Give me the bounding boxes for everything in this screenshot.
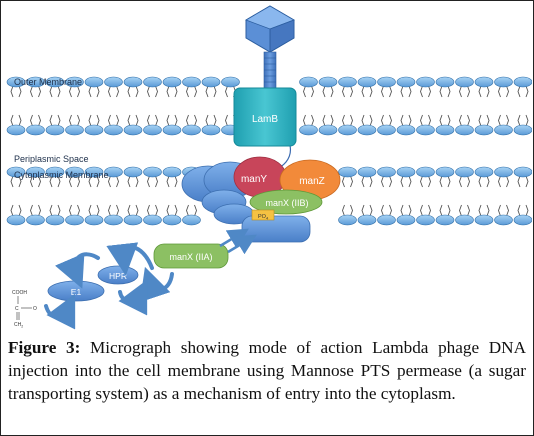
- phosphate-transfer-arrows: [219, 228, 257, 255]
- periplasmic-space-label: Periplasmic Space: [14, 154, 89, 164]
- figure-caption: Figure 3: Micrograph showing mode of act…: [8, 336, 526, 405]
- phosphorelay-arrows: [44, 242, 174, 330]
- manz-label: manZ: [299, 176, 325, 187]
- pep-o: O: [33, 306, 37, 312]
- manx-iib-label: manX (IIB): [265, 198, 308, 208]
- lamb-porin: LamB: [233, 87, 297, 147]
- figure-label: Figure 3:: [8, 338, 81, 357]
- outer-membrane: [6, 76, 532, 136]
- pep-ch2: CH2: [14, 322, 23, 329]
- manx-iib-protein: [249, 189, 323, 215]
- pts-diagram: LamB manY manZ manX (IIB) PO4 manX (IIA)…: [6, 5, 532, 330]
- po4-label: PO4: [258, 214, 269, 221]
- e1-label: E1: [71, 287, 82, 297]
- hpr-label: HPR: [109, 271, 127, 281]
- caption-text: Micrograph showing mode of action Lambda…: [8, 338, 526, 403]
- hpr-protein: HPR: [97, 265, 139, 285]
- outer-membrane-label: Outer Membrane: [14, 77, 82, 87]
- po4-tag: [251, 209, 275, 221]
- mannose-pts-complex: manY manZ manX (IIB) PO4: [181, 156, 341, 243]
- manx-iia-protein: manX (IIA): [153, 243, 229, 269]
- pep-cooh: COOH: [12, 290, 27, 296]
- e1-protein: E1: [47, 280, 105, 302]
- lambda-phage: [245, 5, 295, 183]
- pep-c: C: [15, 306, 19, 312]
- cytoplasmic-membrane: [6, 166, 532, 226]
- cytoplasmic-membrane-label: Cytoplasmic Membrane: [14, 170, 109, 180]
- lamb-label: LamB: [252, 114, 278, 125]
- pep-molecule: COOH C O CH2: [12, 290, 37, 329]
- manx-iia-label: manX (IIA): [169, 252, 212, 262]
- many-label: manY: [241, 174, 267, 185]
